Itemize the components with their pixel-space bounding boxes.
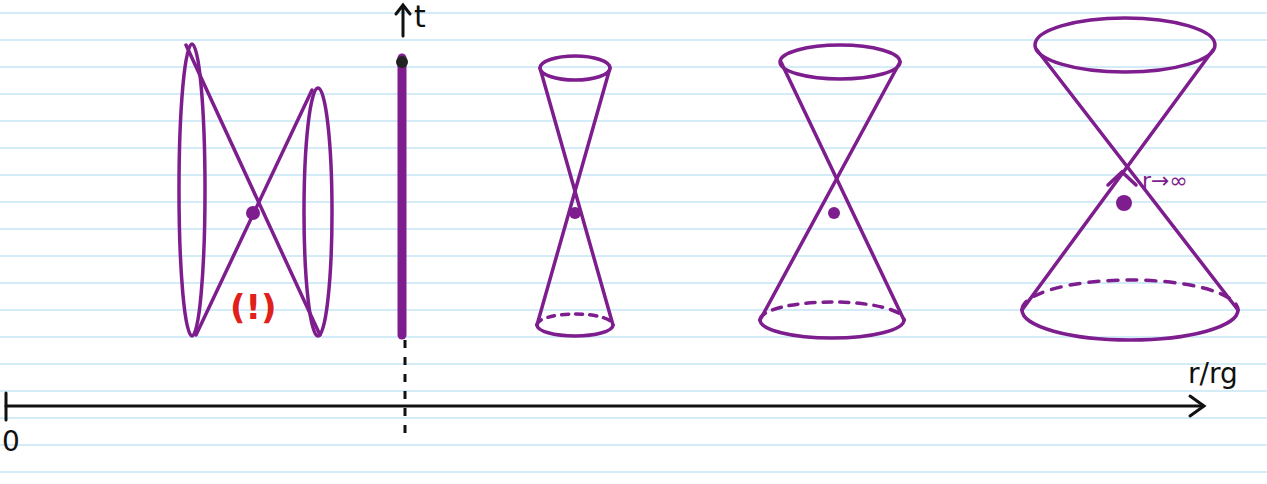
r-axis xyxy=(6,393,1204,420)
horizon-tick xyxy=(404,340,407,440)
cone-vertices xyxy=(246,195,1132,220)
axis-label: t xyxy=(414,2,426,32)
warning-mark: (!) xyxy=(230,290,277,324)
limit-label: r→∞ xyxy=(1142,170,1188,192)
light-cones xyxy=(179,18,1238,340)
horizon-worldline xyxy=(398,58,407,335)
t-axis-arrow xyxy=(396,5,410,36)
horizon-dot xyxy=(396,56,408,68)
axis-label: r/rg xyxy=(1188,360,1238,388)
origin-label: 0 xyxy=(2,428,20,456)
ruled-paper xyxy=(0,13,1267,472)
